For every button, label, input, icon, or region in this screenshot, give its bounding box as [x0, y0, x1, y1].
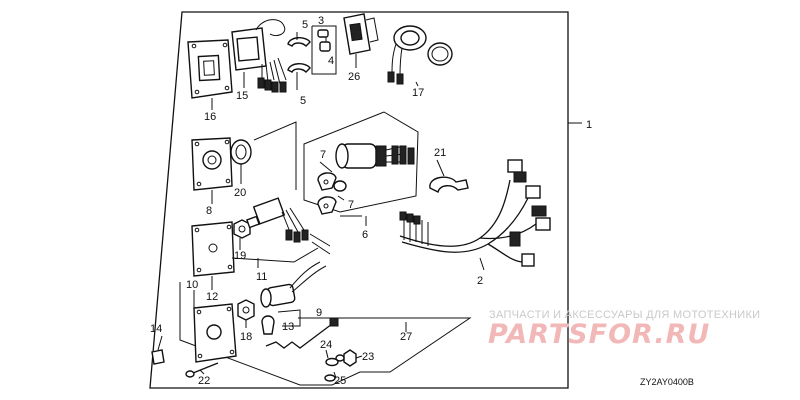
key-switch-plate [191, 137, 233, 191]
wire-clip-lower [287, 63, 311, 73]
callout-6: 6 [362, 229, 368, 241]
hex-nut-19 [233, 219, 251, 239]
callout-10: 10 [186, 279, 198, 291]
watermark-logo: PARTSFOR.RU [488, 319, 710, 350]
callout-27: 27 [400, 331, 412, 343]
rocker-switch [231, 19, 287, 93]
callout-7-upper: 7 [320, 149, 326, 161]
switch-cover-plate [187, 39, 233, 99]
callout-9: 9 [316, 307, 322, 319]
callout-3: 3 [318, 15, 324, 27]
bracket-8-20 [253, 121, 297, 190]
callout-5-upper: 5 [302, 19, 308, 31]
warning-buzzer [387, 25, 453, 85]
bracket-3-4 [311, 25, 337, 75]
toggle-switch [246, 197, 331, 255]
clip-nut [151, 349, 165, 365]
wire-clip-upper [287, 37, 311, 47]
callout-22: 22 [198, 375, 210, 387]
harness-clamp [429, 176, 469, 194]
callout-12: 12 [206, 291, 218, 303]
bracket-11 [231, 247, 319, 263]
tapping-screw [185, 362, 219, 378]
callout-17: 17 [412, 87, 424, 99]
callout-4: 4 [328, 55, 334, 67]
bracket-9-13 [277, 309, 301, 327]
ignition-group-frame [303, 111, 419, 213]
callout-18: 18 [240, 331, 252, 343]
callout-26: 26 [348, 71, 360, 83]
ignition-switch [335, 143, 415, 169]
washer-24 [325, 357, 339, 367]
callout-13: 13 [282, 321, 294, 333]
grommet [230, 139, 252, 165]
washer-25 [324, 374, 336, 382]
callout-20: 20 [234, 187, 246, 199]
wire-terminal [261, 315, 275, 335]
trim-sender-cable [265, 317, 339, 349]
ignition-key-lower [317, 196, 337, 215]
callout-1: 1 [586, 119, 592, 131]
callout-24: 24 [320, 339, 332, 351]
callout-23: 23 [362, 351, 374, 363]
callout-21: 21 [434, 147, 446, 159]
callout-7-lower: 7 [348, 199, 354, 211]
wire-harness [399, 159, 551, 267]
leader-lines [157, 32, 485, 379]
ignition-key-upper [317, 172, 347, 192]
callout-15: 15 [236, 90, 248, 102]
callout-5-lower: 5 [300, 95, 306, 107]
callout-16: 16 [204, 111, 216, 123]
trim-sender [260, 261, 327, 308]
wire-holder [343, 13, 379, 55]
callout-2: 2 [477, 275, 483, 287]
callout-8: 8 [206, 205, 212, 217]
assembly-frame [149, 11, 569, 389]
callout-labels: 1 2 3 4 5 5 6 7 7 8 9 10 11 12 13 14 15 … [150, 15, 592, 387]
trim-switch-plate [191, 221, 235, 277]
hex-nut-18 [237, 299, 255, 321]
watermark-tagline: ЗАПЧАСТИ И АКСЕССУАРЫ ДЛЯ МОТОТЕХНИКИ [489, 309, 760, 321]
diagram-ref-code: ZY2AY0400B [640, 377, 694, 387]
pin [317, 29, 331, 52]
callout-19: 19 [234, 250, 246, 262]
nut-23 [335, 349, 357, 367]
lower-switch-cover [193, 303, 237, 363]
watermark: ЗАПЧАСТИ И АКСЕССУАРЫ ДЛЯ МОТОТЕХНИКИ PA… [488, 309, 760, 350]
callout-14: 14 [150, 323, 162, 335]
callout-25: 25 [334, 375, 346, 387]
callout-11: 11 [256, 271, 267, 283]
